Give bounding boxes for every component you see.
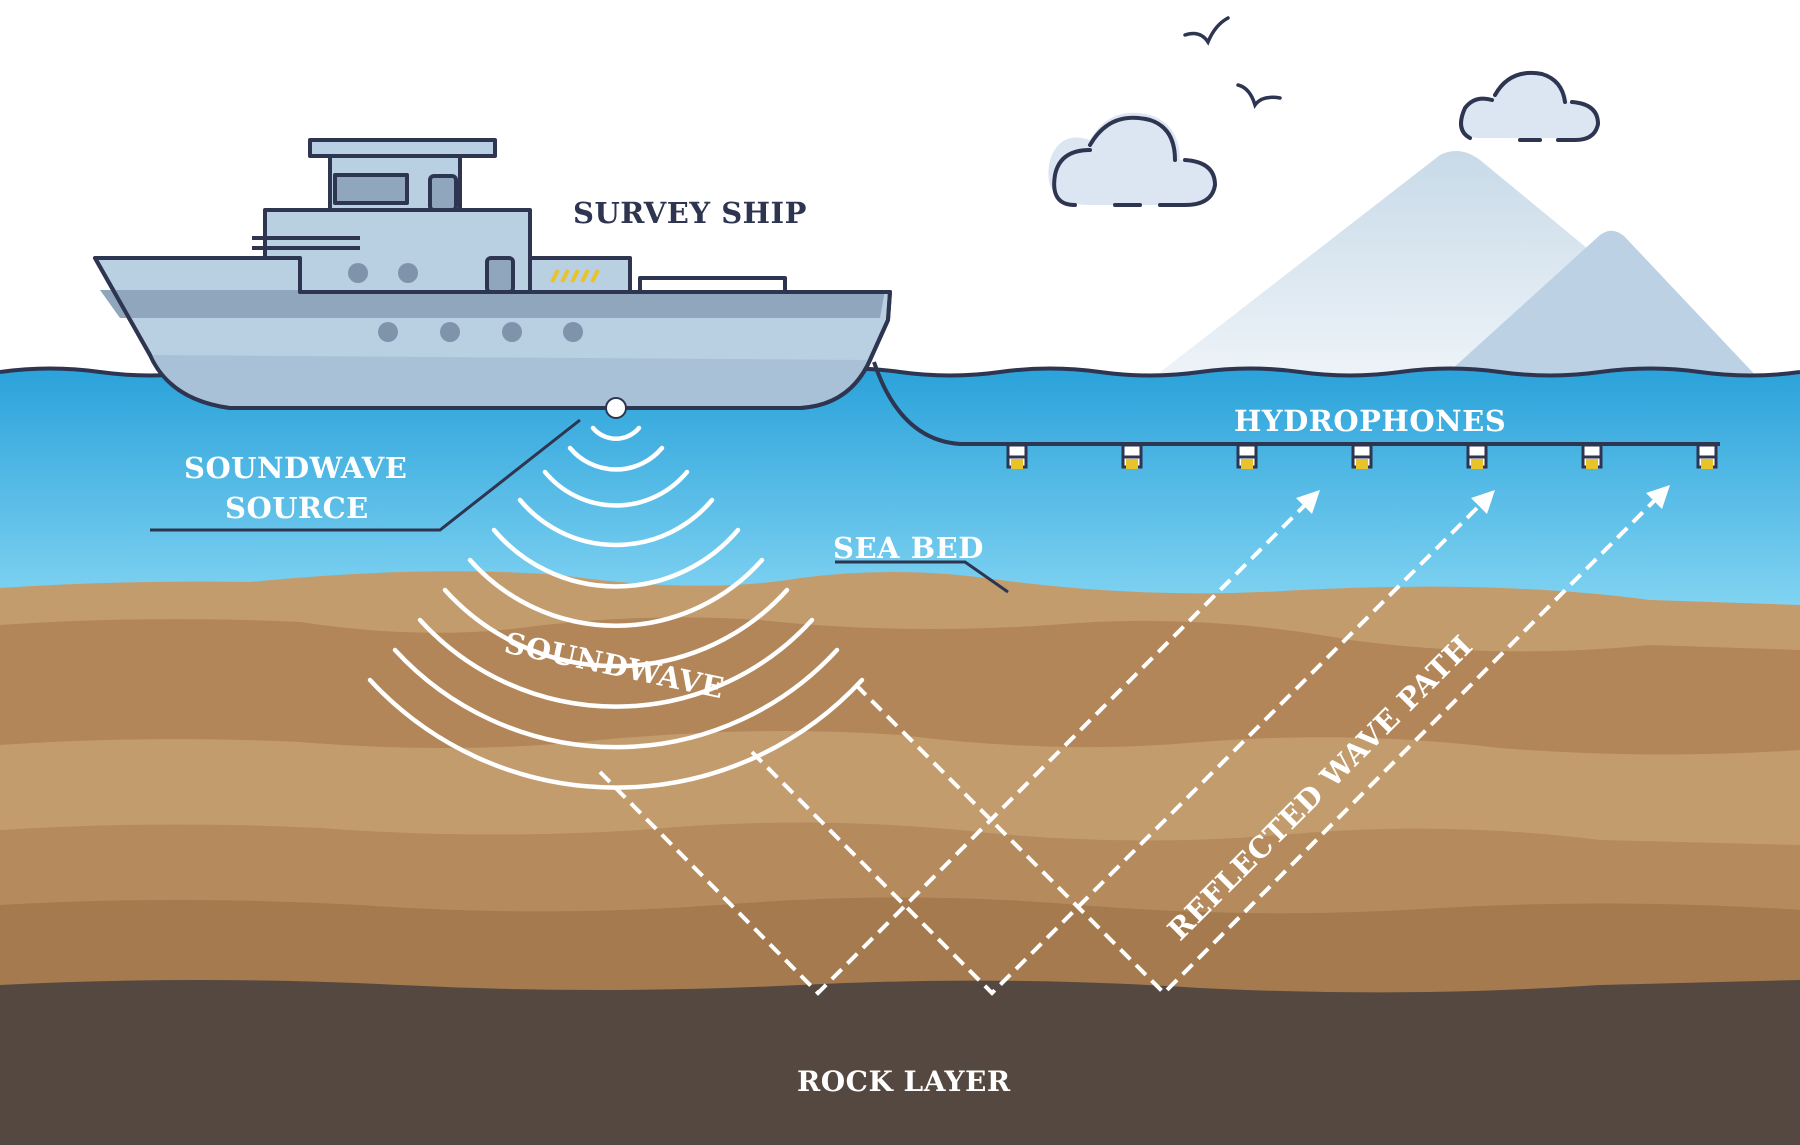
rock-layer-label: ROCK LAYER	[797, 1065, 1011, 1098]
bird-icon	[1183, 16, 1230, 46]
sea-bed-leader	[835, 560, 1009, 594]
hydrophone-icon	[1696, 443, 1718, 469]
ship-portholes	[348, 263, 583, 342]
mountain-icon	[1150, 151, 1760, 380]
reflected-wave-paths	[598, 493, 1662, 996]
hydrophones-label: HYDROPHONES	[1234, 404, 1506, 438]
hydrophone-icon	[1581, 443, 1603, 469]
cloud-icon	[1048, 112, 1218, 207]
soundwave-source-label-line2: SOURCE	[225, 491, 369, 525]
ship-hazard-stripes	[550, 269, 600, 283]
hydrophone-icon	[1351, 443, 1373, 469]
hydrophone-icon	[1006, 443, 1028, 469]
hydrophone-icon	[1236, 443, 1258, 469]
water	[0, 368, 1800, 620]
arrow-icon	[1296, 485, 1670, 514]
soundwave-source-label-line1: SOUNDWAVE	[184, 451, 407, 485]
hydrophone-icon	[1466, 443, 1488, 469]
soundwave-source-point	[605, 397, 627, 419]
rock-layer	[0, 980, 1800, 1145]
cloud-icon	[1459, 71, 1601, 142]
bird-icon	[1236, 83, 1282, 109]
survey-ship-icon	[93, 138, 892, 410]
soundwave-source-leader	[150, 418, 581, 532]
hydrophone-icon	[1121, 443, 1143, 469]
survey-ship-label: SURVEY SHIP	[573, 196, 807, 230]
tow-cable	[872, 361, 1720, 446]
sea-bed-label: SEA BED	[833, 531, 984, 565]
hydrophone-array	[1006, 443, 1718, 469]
